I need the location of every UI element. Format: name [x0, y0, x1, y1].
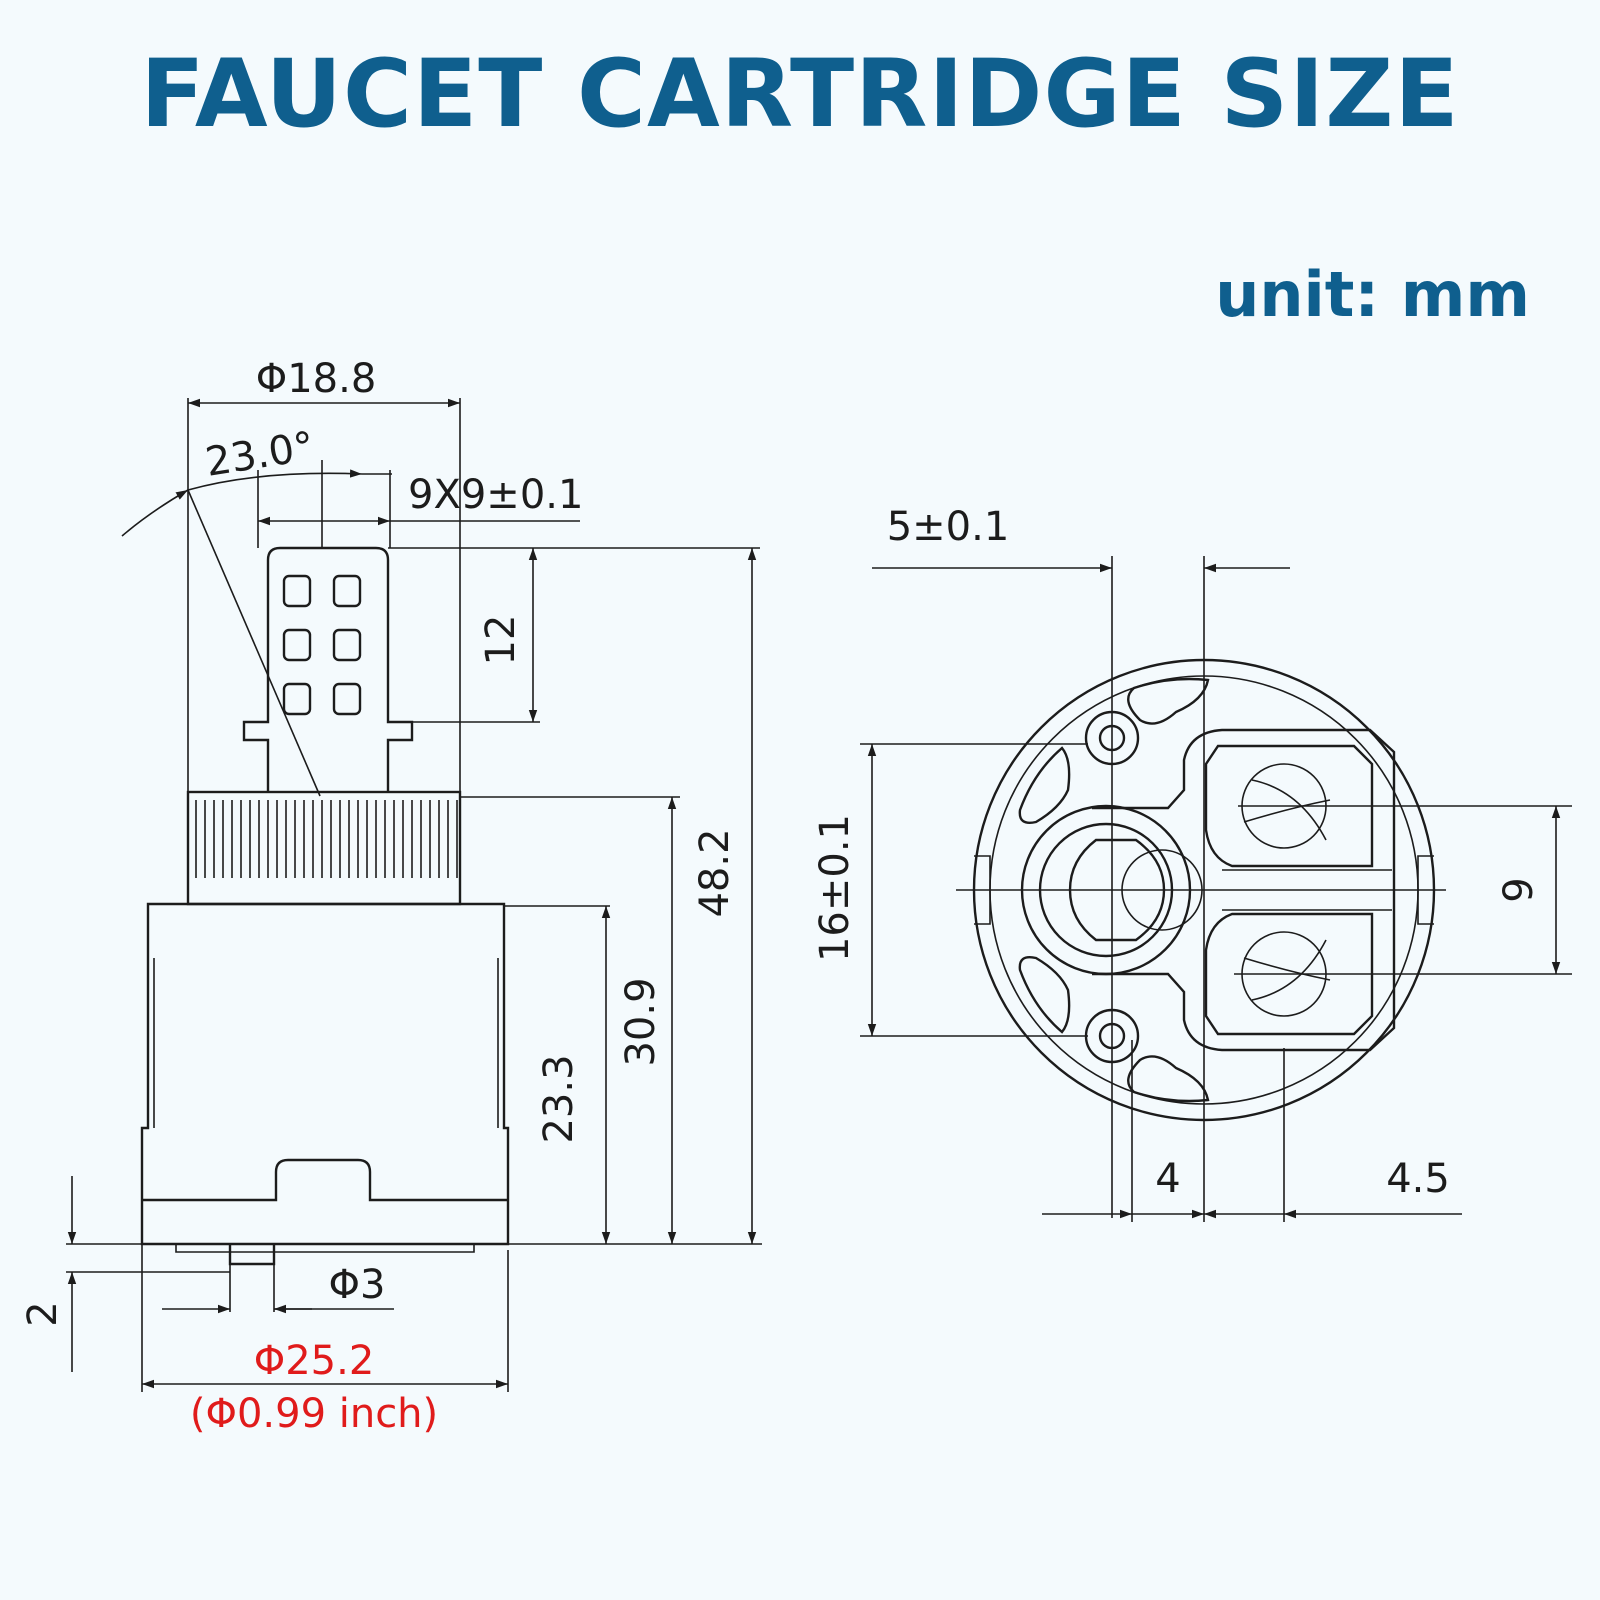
- side-extension-lines: [66, 398, 762, 1392]
- rim-segments: [1018, 677, 1210, 1103]
- bottom-seal: [175, 1244, 475, 1253]
- inlet-port-top: [1204, 744, 1374, 868]
- label-top-diameter: Φ18.8: [256, 356, 377, 402]
- inlet-port-bottom: [1204, 912, 1374, 1036]
- label-stem-height: 12: [478, 615, 524, 666]
- label-port-spacing: 9: [1496, 877, 1542, 902]
- label-height-to-ring: 30.9: [618, 977, 664, 1066]
- outlet-hole: [1068, 838, 1166, 942]
- label-stem-size: 9X9±0.1: [408, 472, 583, 518]
- bottom-dimension-lines: [867, 563, 1561, 1219]
- bottom-extension-lines: [860, 556, 1572, 1222]
- cartridge-body: [140, 902, 510, 1246]
- label-body-height: 23.3: [536, 1054, 582, 1143]
- label-base-offset: 2: [20, 1301, 66, 1326]
- bottom-view: 5±0.1 16±0.1 9 4 4.5: [812, 504, 1572, 1222]
- label-offset-b: 4.5: [1386, 1156, 1450, 1202]
- label-pin-diameter: Φ3: [329, 1262, 386, 1308]
- label-pin-width: 5±0.1: [887, 504, 1010, 550]
- side-dimension-lines: [67, 398, 757, 1389]
- page-title: FAUCET CARTRIDGE SIZE: [140, 40, 1460, 149]
- stem-slots: [282, 574, 362, 716]
- body-notch: [142, 1158, 508, 1202]
- side-view: Φ18.8 23.0° 9X9±0.1 12 48.2 30.9 23.3 2 …: [20, 356, 762, 1437]
- stem-outline: [242, 546, 414, 792]
- bottom-pin: [228, 1244, 276, 1266]
- knurl-lines: [195, 800, 458, 878]
- label-body-diameter: Φ25.2: [254, 1338, 375, 1384]
- knurled-ring: [186, 790, 462, 906]
- unit-label: unit: mm: [1215, 258, 1530, 331]
- label-pin-spacing: 16±0.1: [812, 814, 858, 962]
- label-angle: 23.0°: [202, 423, 317, 485]
- label-total-height: 48.2: [692, 828, 738, 917]
- label-offset-a: 4: [1155, 1156, 1180, 1202]
- label-body-diameter-inch: (Φ0.99 inch): [190, 1391, 438, 1437]
